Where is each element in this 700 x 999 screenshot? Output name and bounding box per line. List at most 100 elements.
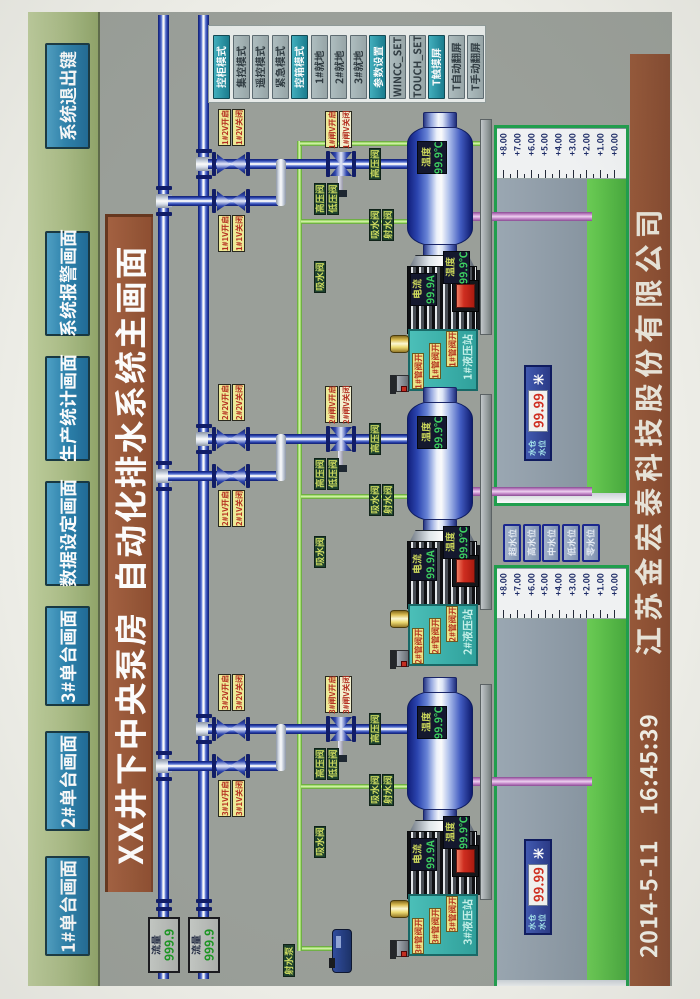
mode-button-2[interactable] <box>232 35 250 99</box>
display-unit <box>532 848 544 859</box>
level-button-label <box>527 529 536 557</box>
mode-button-11[interactable] <box>408 35 426 99</box>
level-button-2[interactable] <box>522 524 541 562</box>
valve-flange <box>246 717 250 741</box>
menu-bar <box>28 12 100 986</box>
mode-button-13[interactable] <box>447 35 465 99</box>
pump-temp-display <box>417 141 447 174</box>
status-bar <box>630 54 670 986</box>
hydraulic-label <box>412 628 424 664</box>
scale-tick <box>614 610 616 618</box>
level-button-4[interactable] <box>562 524 581 562</box>
valve-status-label <box>325 386 338 424</box>
pipe-flange <box>196 450 212 454</box>
nav-button-1[interactable] <box>45 856 90 956</box>
mode-button-9[interactable] <box>369 35 387 99</box>
nav-button-3[interactable] <box>45 606 90 706</box>
hydraulic-label <box>429 343 441 379</box>
mode-button-label <box>294 46 305 88</box>
mode-button-8[interactable] <box>349 35 367 99</box>
pump-platform <box>480 684 492 900</box>
level-button-5[interactable] <box>581 524 600 562</box>
level-button-1[interactable] <box>503 524 521 562</box>
motor-current-display <box>410 548 437 581</box>
mode-button-1[interactable] <box>213 35 230 99</box>
mode-button-label <box>353 50 364 84</box>
scale-label <box>540 573 550 596</box>
pipe-flange <box>156 777 172 781</box>
pump-temp-display <box>417 416 447 449</box>
mode-button-label <box>255 46 266 88</box>
vacuum-device <box>388 935 409 959</box>
hydraulic-label <box>429 618 441 654</box>
pipe-flange <box>156 487 172 491</box>
nav-button-2[interactable] <box>45 731 90 831</box>
scale-tick-minor <box>607 174 609 178</box>
scale-label <box>568 133 578 156</box>
water-level-display <box>524 839 552 935</box>
nav-button-label <box>58 355 77 463</box>
valve-flange <box>246 152 250 176</box>
mode-button-label <box>431 48 442 86</box>
valve-tag <box>314 748 326 780</box>
motor-temp-display <box>443 526 470 559</box>
mode-button-label <box>451 43 462 92</box>
valve-branch-b <box>217 429 245 449</box>
level-button-label <box>507 529 517 557</box>
mode-button-6[interactable] <box>310 35 328 99</box>
mode-button-5[interactable] <box>291 35 309 99</box>
nav-button-5[interactable] <box>45 355 90 463</box>
motor-temp-display <box>443 251 470 284</box>
scale-label <box>498 573 508 596</box>
hydraulic-cylinder <box>390 610 409 628</box>
valve-flange <box>212 464 216 488</box>
level-button-3[interactable] <box>542 524 561 562</box>
nav-button-6[interactable] <box>45 230 90 337</box>
valve-tag <box>314 183 326 215</box>
valve-status-label <box>232 780 245 817</box>
scale-label <box>595 133 605 156</box>
mode-button-3[interactable] <box>252 35 270 99</box>
datetime <box>637 714 660 959</box>
mode-button-label <box>392 37 404 97</box>
pipe-flange <box>196 740 212 744</box>
nav-button-label <box>58 480 77 588</box>
mode-button-label <box>470 43 481 92</box>
scale-tick-minor <box>607 614 609 618</box>
mode-button-14[interactable] <box>467 35 485 99</box>
motor-junction-box <box>452 845 479 877</box>
flow-meter-1 <box>148 917 180 973</box>
company-name <box>634 204 663 656</box>
pipe-flange <box>156 751 172 755</box>
mode-panel <box>208 25 486 103</box>
valve-flange <box>326 426 330 452</box>
valve-status-label <box>218 780 231 817</box>
nav-button-label <box>58 609 77 703</box>
hydraulic-name <box>462 899 473 945</box>
mode-button-12[interactable] <box>428 35 446 99</box>
valve-tag <box>369 148 381 180</box>
valve-status-label <box>339 385 352 424</box>
vacuum-device <box>388 645 409 669</box>
hydraulic-label <box>429 908 441 944</box>
pipe-flange <box>196 714 212 718</box>
mode-button-10[interactable] <box>388 35 406 99</box>
valve-flange <box>326 151 330 177</box>
mode-button-7[interactable] <box>330 35 348 99</box>
scale-label <box>498 133 508 156</box>
pump-platform <box>480 119 492 335</box>
nav-button-4[interactable] <box>45 480 90 588</box>
nav-button-label <box>58 51 77 141</box>
valve-flange <box>352 716 356 742</box>
valve-tag <box>382 774 394 806</box>
scale-tick <box>600 170 602 178</box>
valve-status-label <box>339 110 352 149</box>
valve-tag <box>314 458 326 490</box>
valve-tag <box>314 536 326 568</box>
scale-tick <box>614 170 616 178</box>
water-sump-1 <box>494 125 629 506</box>
valve-tag <box>382 209 394 241</box>
scale-label <box>581 573 591 596</box>
nav-button-7[interactable] <box>45 43 90 149</box>
mode-button-4[interactable] <box>271 35 289 99</box>
